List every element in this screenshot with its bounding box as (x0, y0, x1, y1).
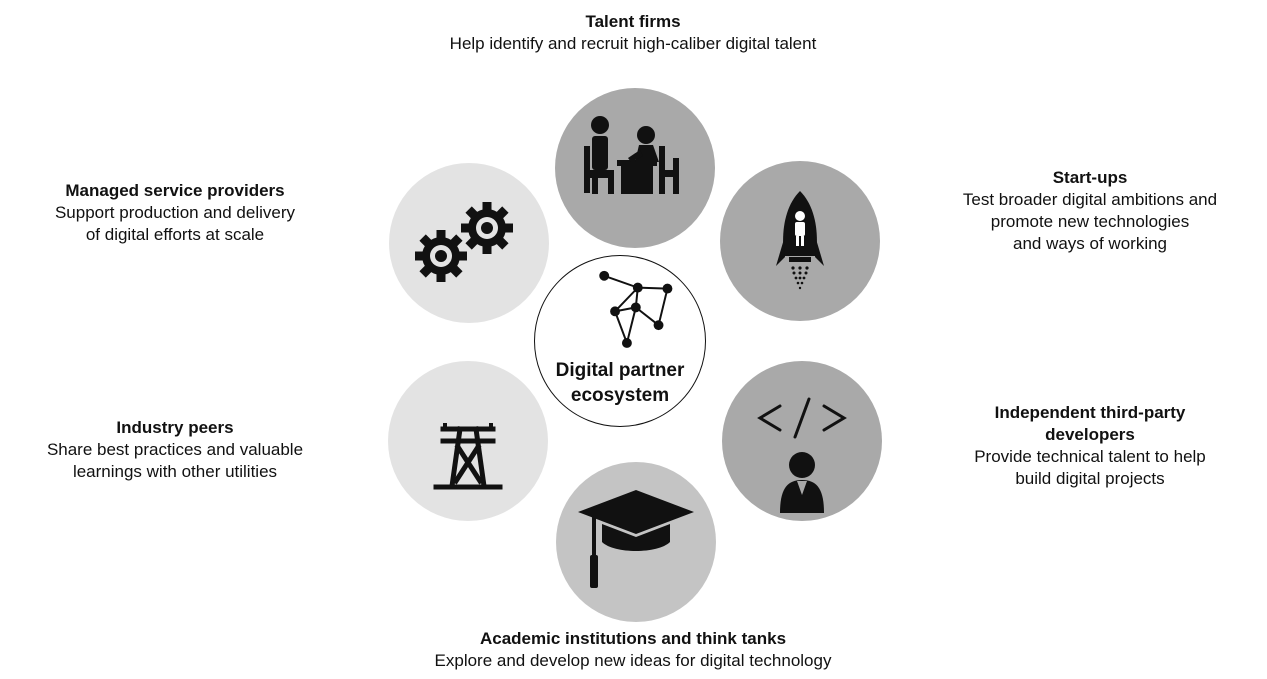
center-label: Digital partner ecosystem (555, 360, 685, 406)
start-ups-title: Start-ups (1052, 168, 1128, 187)
developers-title: Independent third-party developers (994, 403, 1186, 444)
academic-label: Academic institutions and think tanks Ex… (333, 628, 933, 672)
center-node: Digital partner ecosystem (534, 255, 706, 427)
talent-firms-label: Talent firms Help identify and recruit h… (333, 11, 933, 55)
academic-description: Explore and develop new ideas for digita… (434, 651, 832, 670)
start-ups-description: Test broader digital ambitions and promo… (962, 190, 1218, 253)
talent-firms-description: Help identify and recruit high-caliber d… (449, 34, 817, 53)
network-icon (599, 270, 673, 348)
start-ups-label: Start-ups Test broader digital ambitions… (915, 167, 1265, 255)
graduation-cap-icon (578, 490, 694, 588)
managed-services-circle (389, 163, 549, 323)
developer-icon (757, 397, 847, 513)
gears-icon (415, 202, 513, 282)
start-ups-circle (720, 161, 880, 321)
academic-circle (556, 462, 716, 622)
managed-services-title: Managed service providers (65, 181, 285, 200)
industry-peers-title: Industry peers (116, 418, 234, 437)
interview-icon (584, 116, 679, 194)
managed-services-description: Support production and delivery of digit… (54, 203, 296, 244)
developers-description: Provide technical talent to help build d… (974, 447, 1206, 488)
power-tower-icon (433, 423, 503, 490)
talent-firms-title: Talent firms (585, 12, 681, 31)
industry-peers-circle (388, 361, 548, 521)
developers-label: Independent third-party developers Provi… (925, 402, 1255, 490)
managed-services-label: Managed service providers Support produc… (0, 180, 350, 246)
industry-peers-label: Industry peers Share best practices and … (0, 417, 350, 483)
academic-title: Academic institutions and think tanks (479, 629, 787, 648)
developers-circle (722, 361, 882, 521)
talent-firms-circle (555, 88, 715, 248)
rocket-icon (776, 191, 824, 290)
industry-peers-description: Share best practices and valuable learni… (46, 440, 304, 481)
